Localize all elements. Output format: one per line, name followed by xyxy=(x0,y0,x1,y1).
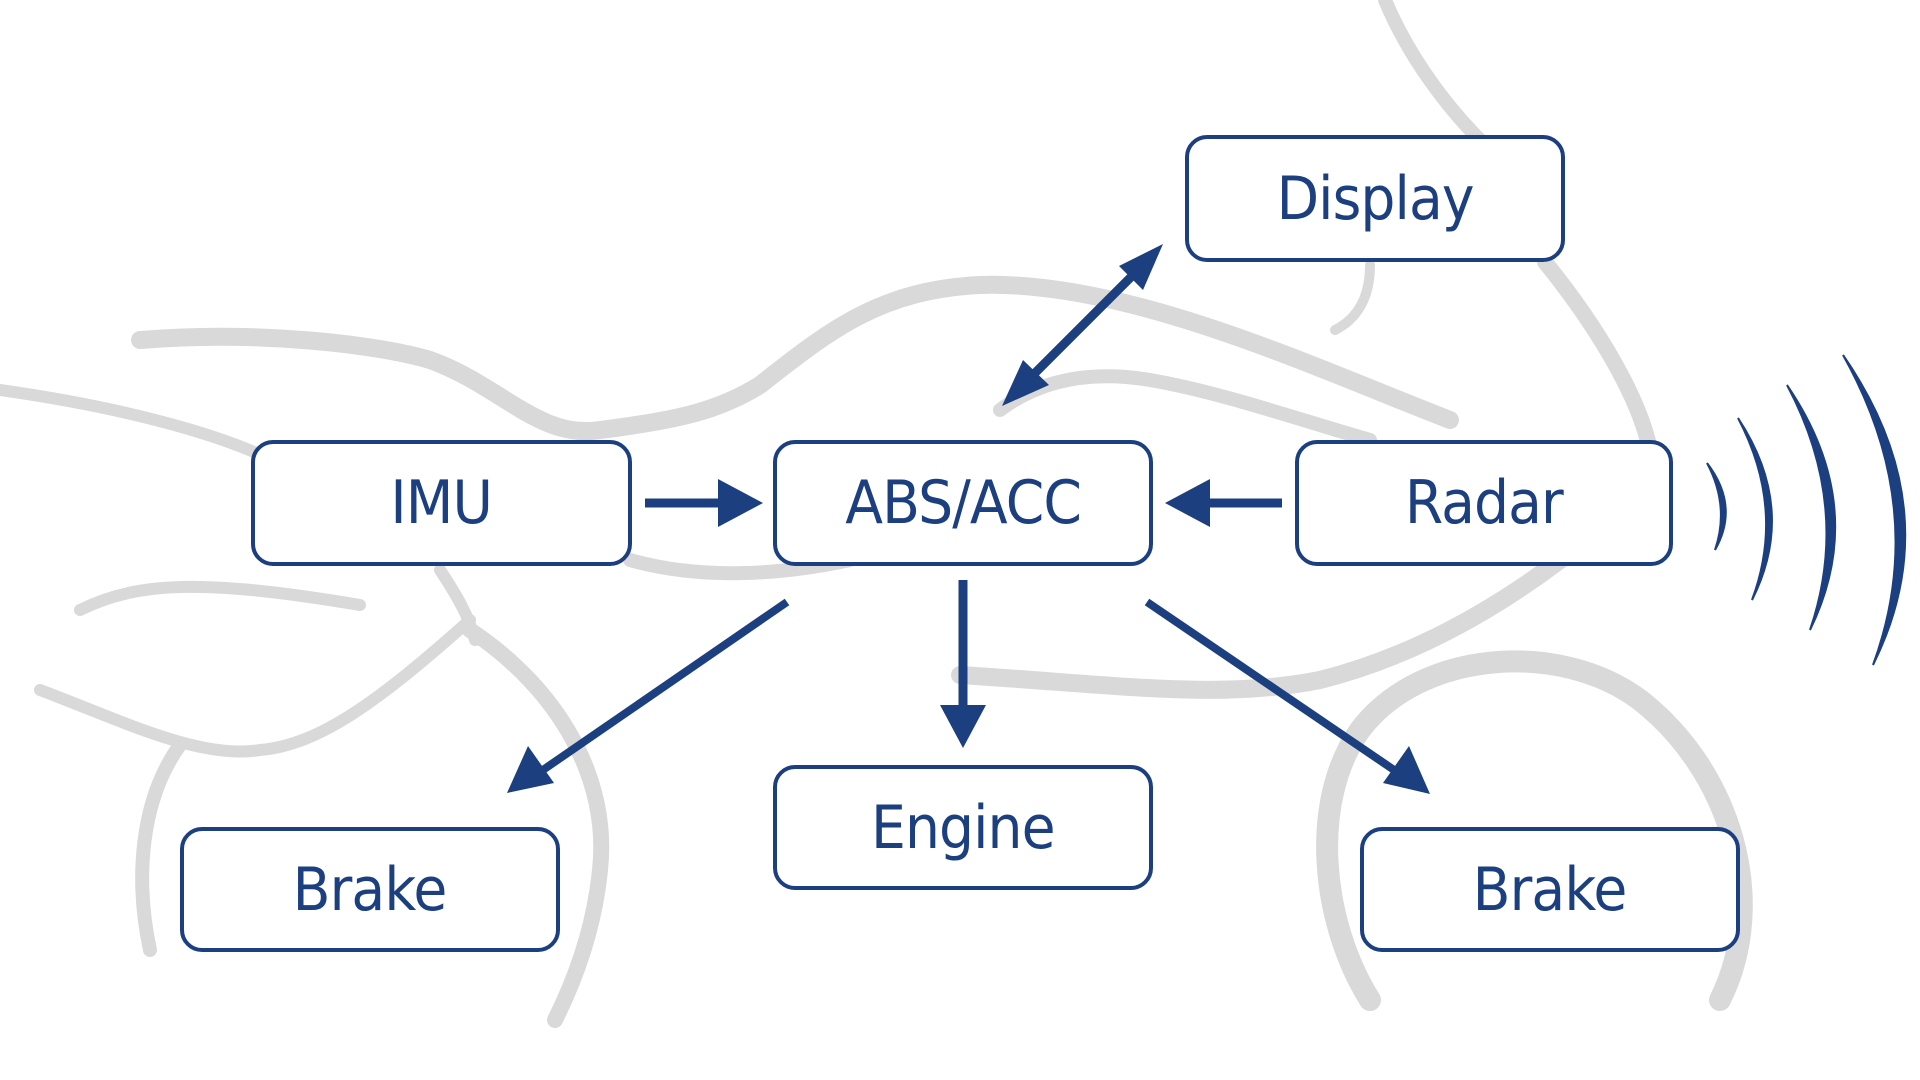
node-display: Display xyxy=(1185,135,1565,262)
arrow-abs-brake-rear xyxy=(507,598,790,793)
arrow-abs-brake-front xyxy=(1144,598,1430,794)
node-engine: Engine xyxy=(773,765,1153,890)
node-imu-label: IMU xyxy=(390,468,493,538)
node-display-label: Display xyxy=(1276,163,1474,234)
node-abs-acc: ABS/ACC xyxy=(773,440,1153,566)
node-engine-label: Engine xyxy=(871,792,1056,863)
node-brake-rear-label: Brake xyxy=(293,854,448,925)
node-imu: IMU xyxy=(251,440,632,566)
node-radar: Radar xyxy=(1295,440,1673,566)
node-brake-rear: Brake xyxy=(180,827,560,952)
arrow-radar-abs xyxy=(1165,479,1282,527)
node-abs-acc-label: ABS/ACC xyxy=(845,468,1082,538)
node-brake-front-label: Brake xyxy=(1473,854,1628,925)
radar-wave-icon xyxy=(1706,354,1907,666)
node-brake-front: Brake xyxy=(1360,827,1740,952)
arrow-abs-display xyxy=(1002,244,1163,406)
node-radar-label: Radar xyxy=(1405,468,1564,538)
arrow-imu-abs xyxy=(645,479,763,527)
arrow-abs-engine xyxy=(940,580,986,748)
